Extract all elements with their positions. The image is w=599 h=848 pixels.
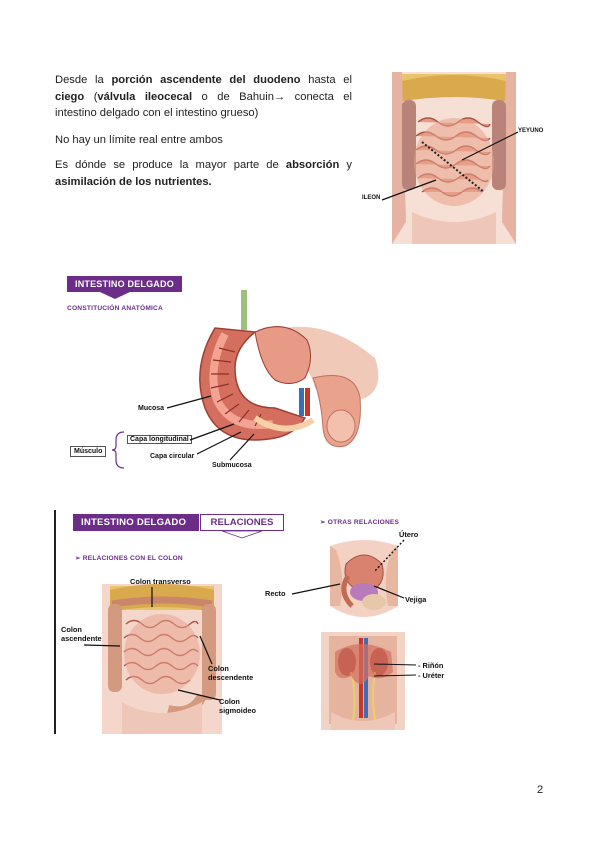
label-colon-ascendente: Colon ascendente	[61, 625, 102, 643]
label-recto: Recto	[265, 589, 286, 598]
leader-mucosa	[166, 395, 212, 409]
section-banner-constitucion: INTESTINO DELGADO	[67, 276, 182, 292]
leader-yeyuno	[461, 131, 519, 161]
limit-paragraph: No hay un límite real entre ambos	[55, 134, 223, 146]
section-banner-relaciones-right: RELACIONES	[200, 514, 284, 531]
label-rinon: - Riñón	[418, 661, 444, 670]
leader-vejiga	[373, 585, 405, 599]
label-ileon: ILEON	[362, 195, 381, 201]
leader-colon-ascendente	[83, 644, 121, 647]
leader-colon-transverso	[151, 587, 153, 607]
leader-colon-sigmoideo	[177, 689, 221, 701]
label-ureter: - Uréter	[418, 671, 445, 680]
colon-relations-figure	[102, 584, 222, 734]
leader-rinon-ureter	[373, 663, 417, 677]
label-yeyuno: YEYUNO	[518, 128, 544, 134]
leader-recto	[291, 583, 341, 595]
leader-capa-longitudinal	[189, 423, 235, 441]
label-utero: Útero	[399, 530, 419, 539]
small-intestine-abdomen-figure	[392, 72, 516, 244]
page-number: 2	[537, 784, 544, 796]
absorption-paragraph: Es dónde se produce la mayor parte de ab…	[55, 159, 352, 188]
musculo-bracket	[112, 431, 125, 469]
label-musculo: Músculo	[70, 446, 107, 457]
subtitle-colon: ➢ RELACIONES CON EL COLON	[75, 555, 183, 562]
label-submucosa: Submucosa	[212, 462, 252, 469]
pelvis-figure	[330, 540, 398, 617]
subtitle-otras: ➢ OTRAS RELACIONES	[320, 519, 400, 526]
subtitle-constitucion: CONSTITUCIÓN ANATÓMICA	[67, 305, 163, 312]
leader-capa-circular	[196, 431, 242, 455]
label-colon-descendente: Colon descendente	[208, 664, 254, 682]
banner-arrow	[100, 292, 130, 299]
intestinal-wall-figure	[199, 290, 379, 448]
banner-arrow-relaciones	[222, 531, 262, 539]
label-capa-circular: Capa circular	[150, 453, 195, 460]
leader-utero	[373, 539, 405, 573]
label-mucosa: Mucosa	[138, 405, 165, 412]
label-colon-sigmoideo: Colon sigmoideo	[219, 697, 256, 715]
leader-submucosa	[229, 433, 255, 461]
label-vejiga: Vejiga	[405, 595, 427, 604]
label-colon-transverso: Colon transverso	[130, 577, 191, 586]
section-vertical-rule	[54, 510, 56, 734]
leader-ileon	[381, 179, 437, 201]
label-capa-longitudinal: Capa longitudinal	[127, 435, 192, 444]
leader-colon-descendente	[199, 635, 213, 665]
kidney-ureter-figure	[321, 632, 405, 730]
section-banner-relaciones-left: INTESTINO DELGADO	[73, 514, 199, 531]
intro-paragraph: Desde la porción ascendente del duodeno …	[55, 74, 353, 119]
